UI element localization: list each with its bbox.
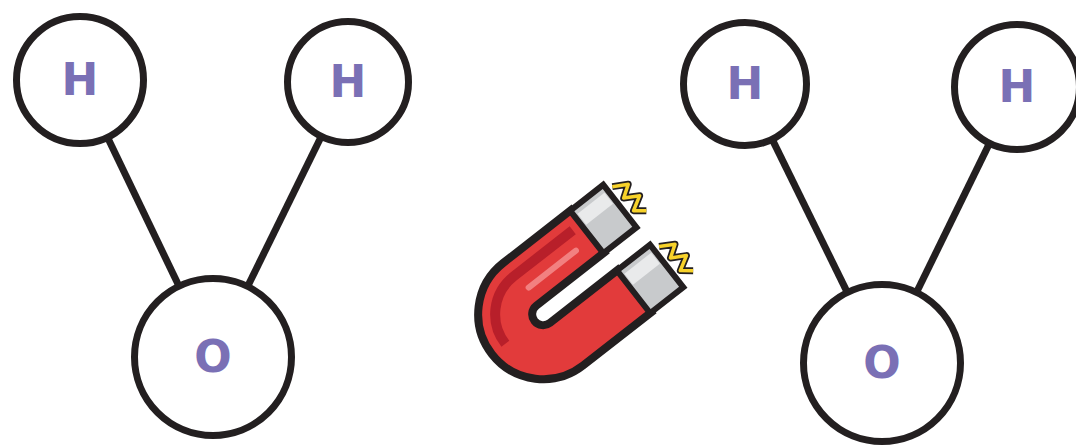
atom-circle: H: [13, 13, 147, 147]
atom-symbol: H: [999, 65, 1036, 109]
atom-symbol: O: [863, 341, 900, 385]
atom-circle: O: [800, 281, 964, 445]
atom-circle: O: [131, 275, 295, 439]
atom-circle: H: [951, 21, 1076, 153]
bond-line: [248, 137, 321, 286]
bond-line: [108, 138, 179, 286]
atom-symbol: H: [330, 60, 367, 104]
atom-symbol: H: [62, 58, 99, 102]
bond-line: [917, 144, 990, 292]
bond-line: [772, 140, 847, 292]
atom-circle: H: [680, 19, 810, 149]
atom-symbol: O: [194, 335, 231, 379]
atom-symbol: H: [727, 62, 764, 106]
horseshoe-magnet: [465, 171, 700, 395]
atom-circle: H: [284, 18, 412, 146]
